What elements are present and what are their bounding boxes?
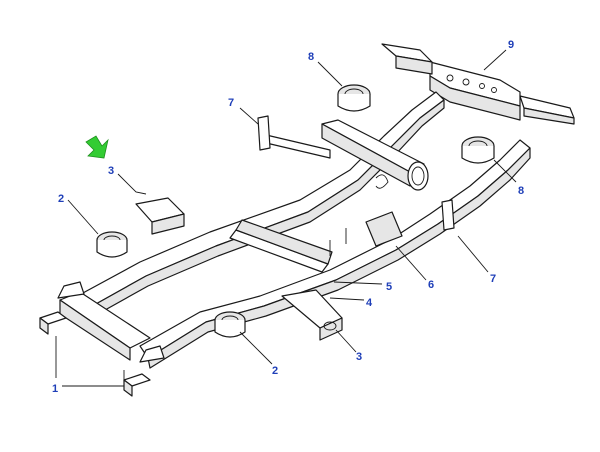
callout-4: 4	[366, 297, 373, 309]
callout-5: 5	[386, 281, 392, 293]
leader-2a	[67, 199, 99, 235]
callout-1: 1	[52, 383, 58, 395]
chassis-frame-art	[39, 43, 575, 397]
leader-1	[62, 370, 125, 387]
leader-7b	[457, 235, 489, 273]
callout-labels: 1 2 2 3 3 4 5 6 7 7 8 8 9	[52, 39, 524, 395]
leader-4	[329, 297, 365, 301]
callout-2-front: 2	[58, 193, 64, 205]
callout-2-rear: 2	[272, 365, 278, 377]
leader-lines	[55, 49, 517, 387]
callout-6: 6	[428, 279, 434, 291]
callout-8-top: 8	[308, 51, 314, 63]
callout-3-left: 3	[108, 165, 114, 177]
leader-2b	[239, 331, 273, 365]
green-pointer-arrow-icon	[85, 135, 109, 159]
leader-8a	[317, 61, 343, 87]
leader-8b	[493, 159, 517, 183]
leader-6	[395, 245, 427, 281]
leader-9	[483, 49, 507, 71]
callout-7-left: 7	[228, 97, 234, 109]
leader-7a	[239, 107, 259, 125]
callout-7-right: 7	[490, 273, 496, 285]
callout-3-right: 3	[356, 351, 362, 363]
callout-8-right: 8	[518, 185, 524, 197]
callout-9: 9	[508, 39, 514, 51]
leader-3a	[117, 173, 147, 195]
leader-3b	[335, 329, 357, 353]
leader-5	[333, 281, 383, 285]
